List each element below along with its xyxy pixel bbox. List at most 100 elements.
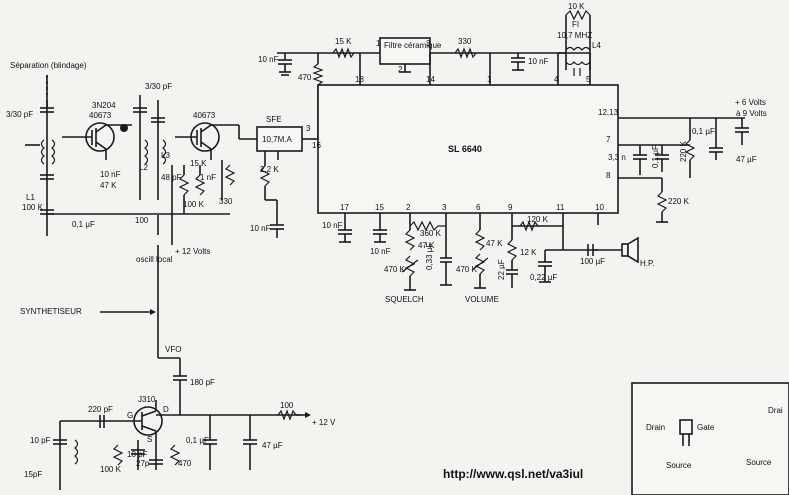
label-separation: Séparation (blindage) (10, 61, 87, 70)
label-c-47-rt: 47 µF (736, 155, 757, 164)
label-40673-a: 40673 (89, 111, 112, 120)
vfo-j310 (53, 400, 311, 490)
rf-input-stage (25, 75, 230, 236)
label-oscil-local: oscill local (136, 255, 173, 264)
label-plus12v-a: + 12 Volts (175, 247, 210, 256)
label-c-47-vfo: 47 µF (262, 441, 283, 450)
label-l1: L1 (26, 193, 35, 202)
label-volume: VOLUME (465, 295, 499, 304)
sfe-filter (239, 126, 318, 238)
label-source-a: Source (666, 461, 692, 470)
label-r-470k-vol: 470 K (456, 265, 478, 274)
label-filter-title: Filtre céramique (384, 41, 442, 50)
label-pin-6: 6 (476, 203, 481, 212)
label-r-22k: 2,2 K (260, 165, 279, 174)
label-c-01-left: 0,1 µF (72, 220, 95, 229)
label-c-01-right: 0,1 µF (651, 145, 660, 168)
label-synth: SYNTHETISEUR (20, 307, 82, 316)
label-c-022: 0,22 µF (530, 273, 557, 282)
label-pin-18: 18 (355, 75, 364, 84)
schematic-labels: Séparation (blindage) 3/30 pF L1 100 K 0… (6, 2, 783, 481)
label-pin-g: G (127, 411, 133, 420)
label-pin-1213: 12,13 (598, 108, 619, 117)
ic-bottom-pins (344, 213, 599, 250)
label-pin-11: 11 (556, 203, 565, 212)
capacitor-10nf-topr (511, 53, 525, 71)
label-drain-edge: Drai (768, 406, 783, 415)
label-pin-15: 15 (375, 203, 384, 212)
label-source-b: Source (746, 458, 772, 467)
label-r-360k: 360 K (420, 229, 442, 238)
label-r-47k-sq: 47 K (418, 241, 435, 250)
label-plus-6v: + 6 Volts (735, 98, 766, 107)
label-r-220k-a: 220 K (679, 140, 688, 162)
label-c-100uf: 100 µF (580, 257, 605, 266)
supply-network-right (618, 117, 749, 223)
label-r-100-vfo: 100 (280, 401, 294, 410)
resistor-15k-top (332, 47, 355, 59)
label-c-01-vfo: 0,1 µF (186, 436, 209, 445)
label-c-10nf-p15: 10 nF (370, 247, 391, 256)
label-r-15k-top: 15 K (335, 37, 352, 46)
label-mhz: 10,7 MHZ (557, 31, 592, 40)
label-pin-10: 10 (595, 203, 604, 212)
audio-network (506, 220, 639, 288)
if-transformer-l4 (557, 9, 591, 85)
label-r-470k-sq: 470 K (384, 265, 406, 274)
label-pin-2: 2 (398, 65, 403, 74)
label-r-12k: 12 K (520, 248, 537, 257)
label-c-3-30-left: 3/30 pF (6, 110, 33, 119)
label-pin-1b: 1 (487, 75, 492, 84)
label-pin-8: 8 (606, 171, 611, 180)
label-ic: SL 6640 (448, 144, 482, 154)
label-vfo: VFO (165, 345, 181, 354)
capacitor-10nf-p17 (338, 229, 352, 243)
label-pin-17: 17 (340, 203, 349, 212)
ceramic-filter (359, 37, 431, 85)
squelch-network (401, 220, 452, 291)
label-pin-16: 16 (312, 141, 321, 150)
label-c-10nf-p17: 10 nF (322, 221, 343, 230)
label-c-10pf-a: 10 pF (30, 436, 51, 445)
label-pin-s: S (147, 435, 152, 444)
label-r-47k-vol: 47 K (486, 239, 503, 248)
label-r-100k-c: 100 K (100, 465, 122, 474)
label-squelch: SQUELCH (385, 295, 424, 304)
label-c-10nf-topr: 10 nF (528, 57, 549, 66)
label-l2: L2 (139, 163, 148, 172)
label-pin-14: 14 (426, 75, 435, 84)
pinout-inset (631, 382, 789, 495)
ic-sl6640 (317, 84, 619, 214)
label-l4: L4 (592, 41, 601, 50)
label-pin-1: 1 (376, 39, 381, 48)
label-40673-b: 40673 (193, 111, 216, 120)
label-r-15k-a: 15 K (190, 159, 207, 168)
label-c-27p: 27p (136, 459, 150, 468)
label-r-47k-a: 47 K (100, 181, 117, 190)
label-pin-drain: Drain (646, 423, 665, 432)
label-pin-3: 3 (426, 39, 431, 48)
rf-interstage (133, 95, 236, 245)
label-c-10nf-a: 10 nF (100, 170, 121, 179)
label-hp: H.P. (640, 259, 655, 268)
label-r-330-top: 330 (458, 37, 472, 46)
label-pin-5: 5 (586, 75, 591, 84)
capacitor-10nf-p15 (373, 229, 387, 243)
label-r-220k-b: 220 K (668, 197, 690, 206)
label-sfe: SFE (266, 115, 282, 124)
label-fi: FI (572, 20, 579, 29)
label-pin-2b: 2 (406, 203, 411, 212)
label-sfe-freq: 10,7M.A (262, 135, 292, 144)
label-pin-3b: 3 (442, 203, 447, 212)
label-r-100k-b: 100 K (183, 200, 205, 209)
label-l3: L3 (161, 151, 170, 160)
label-c-3-30-mid: 3/30 pF (145, 82, 172, 91)
label-r-100k-left: 100 K (22, 203, 44, 212)
label-r-470-top: 470 (298, 73, 312, 82)
label-c-22uf: 22 µF (497, 259, 506, 280)
label-c-180pf: 180 pF (190, 378, 215, 387)
transistor-3n204 (62, 122, 132, 160)
capacitor-10nf-top (278, 53, 292, 76)
